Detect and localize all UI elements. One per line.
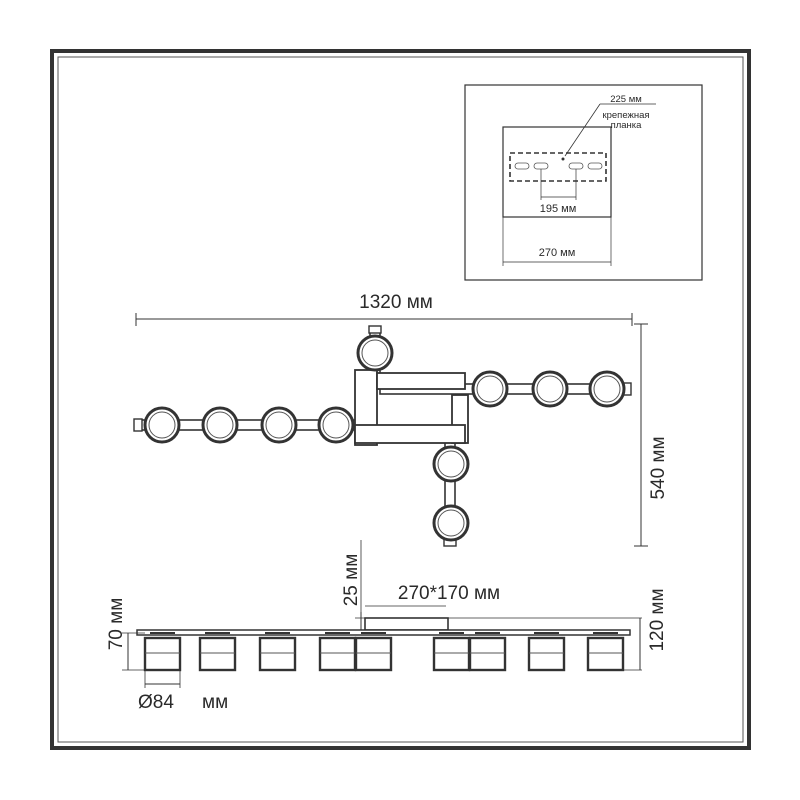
plate-length-label: 225 мм: [610, 94, 642, 105]
base-height-label: 25 мм: [341, 554, 362, 607]
plate-center-mark: [561, 157, 565, 161]
side-shade: [198, 632, 237, 672]
side-shade: [354, 632, 393, 672]
lamp-ring: [317, 406, 355, 444]
side-shade: [258, 632, 297, 672]
lamp-ring: [531, 370, 569, 408]
mounting-plate: [509, 152, 607, 182]
lamp-ring: [356, 334, 394, 372]
overall-width-label: 1320 мм: [359, 292, 433, 313]
base-width-label: 270 мм: [539, 247, 576, 259]
side-shade: [318, 632, 357, 672]
base-bar-horizontal-bottom: [354, 424, 466, 444]
lamp-ring: [260, 406, 298, 444]
lamp-ring: [201, 406, 239, 444]
left-arm-end-cap: [133, 418, 143, 432]
base-size-label: 270*170 мм: [398, 583, 500, 604]
inner-frame: [57, 56, 744, 743]
lamp-ring: [432, 445, 470, 483]
plate-slot: [533, 162, 549, 170]
lamp-ring: [143, 406, 181, 444]
side-base-body: [364, 617, 449, 631]
plate-slot: [514, 162, 530, 170]
lamp-ring: [471, 370, 509, 408]
base-bar-horizontal-top: [376, 372, 466, 390]
top-view: 1320 мм 540 мм: [133, 292, 669, 547]
top-arm-end-cap: [368, 325, 382, 334]
side-shade: [527, 632, 566, 672]
shade-diameter-label: Ø84: [138, 692, 174, 713]
plate-slot: [587, 162, 603, 170]
plate-name-label-2: планка: [611, 120, 643, 131]
overall-depth-label: 540 мм: [648, 436, 669, 499]
plate-leader: [564, 103, 601, 157]
shade-diameter-unit: мм: [202, 692, 228, 713]
mount-detail: 225 мм крепежная планка 195 мм 270 мм: [464, 84, 703, 281]
side-shade: [468, 632, 507, 672]
shade-height-label: 70 мм: [106, 598, 127, 651]
plate-name-label-1: крепежная: [602, 110, 649, 121]
total-height-label: 120 мм: [647, 588, 668, 651]
lamp-ring: [432, 504, 470, 542]
hole-spacing-label: 195 мм: [540, 203, 577, 215]
lamp-ring: [588, 370, 626, 408]
side-view: 25 мм 270*170 мм 70 мм 120 мм Ø84 м: [106, 540, 668, 713]
side-shade: [143, 632, 182, 672]
side-shade: [586, 632, 625, 672]
outer-frame: [50, 49, 751, 750]
side-shade: [432, 632, 471, 672]
mount-detail-frame: [464, 84, 703, 281]
canopy-outline: [502, 126, 612, 218]
plate-slot: [568, 162, 584, 170]
